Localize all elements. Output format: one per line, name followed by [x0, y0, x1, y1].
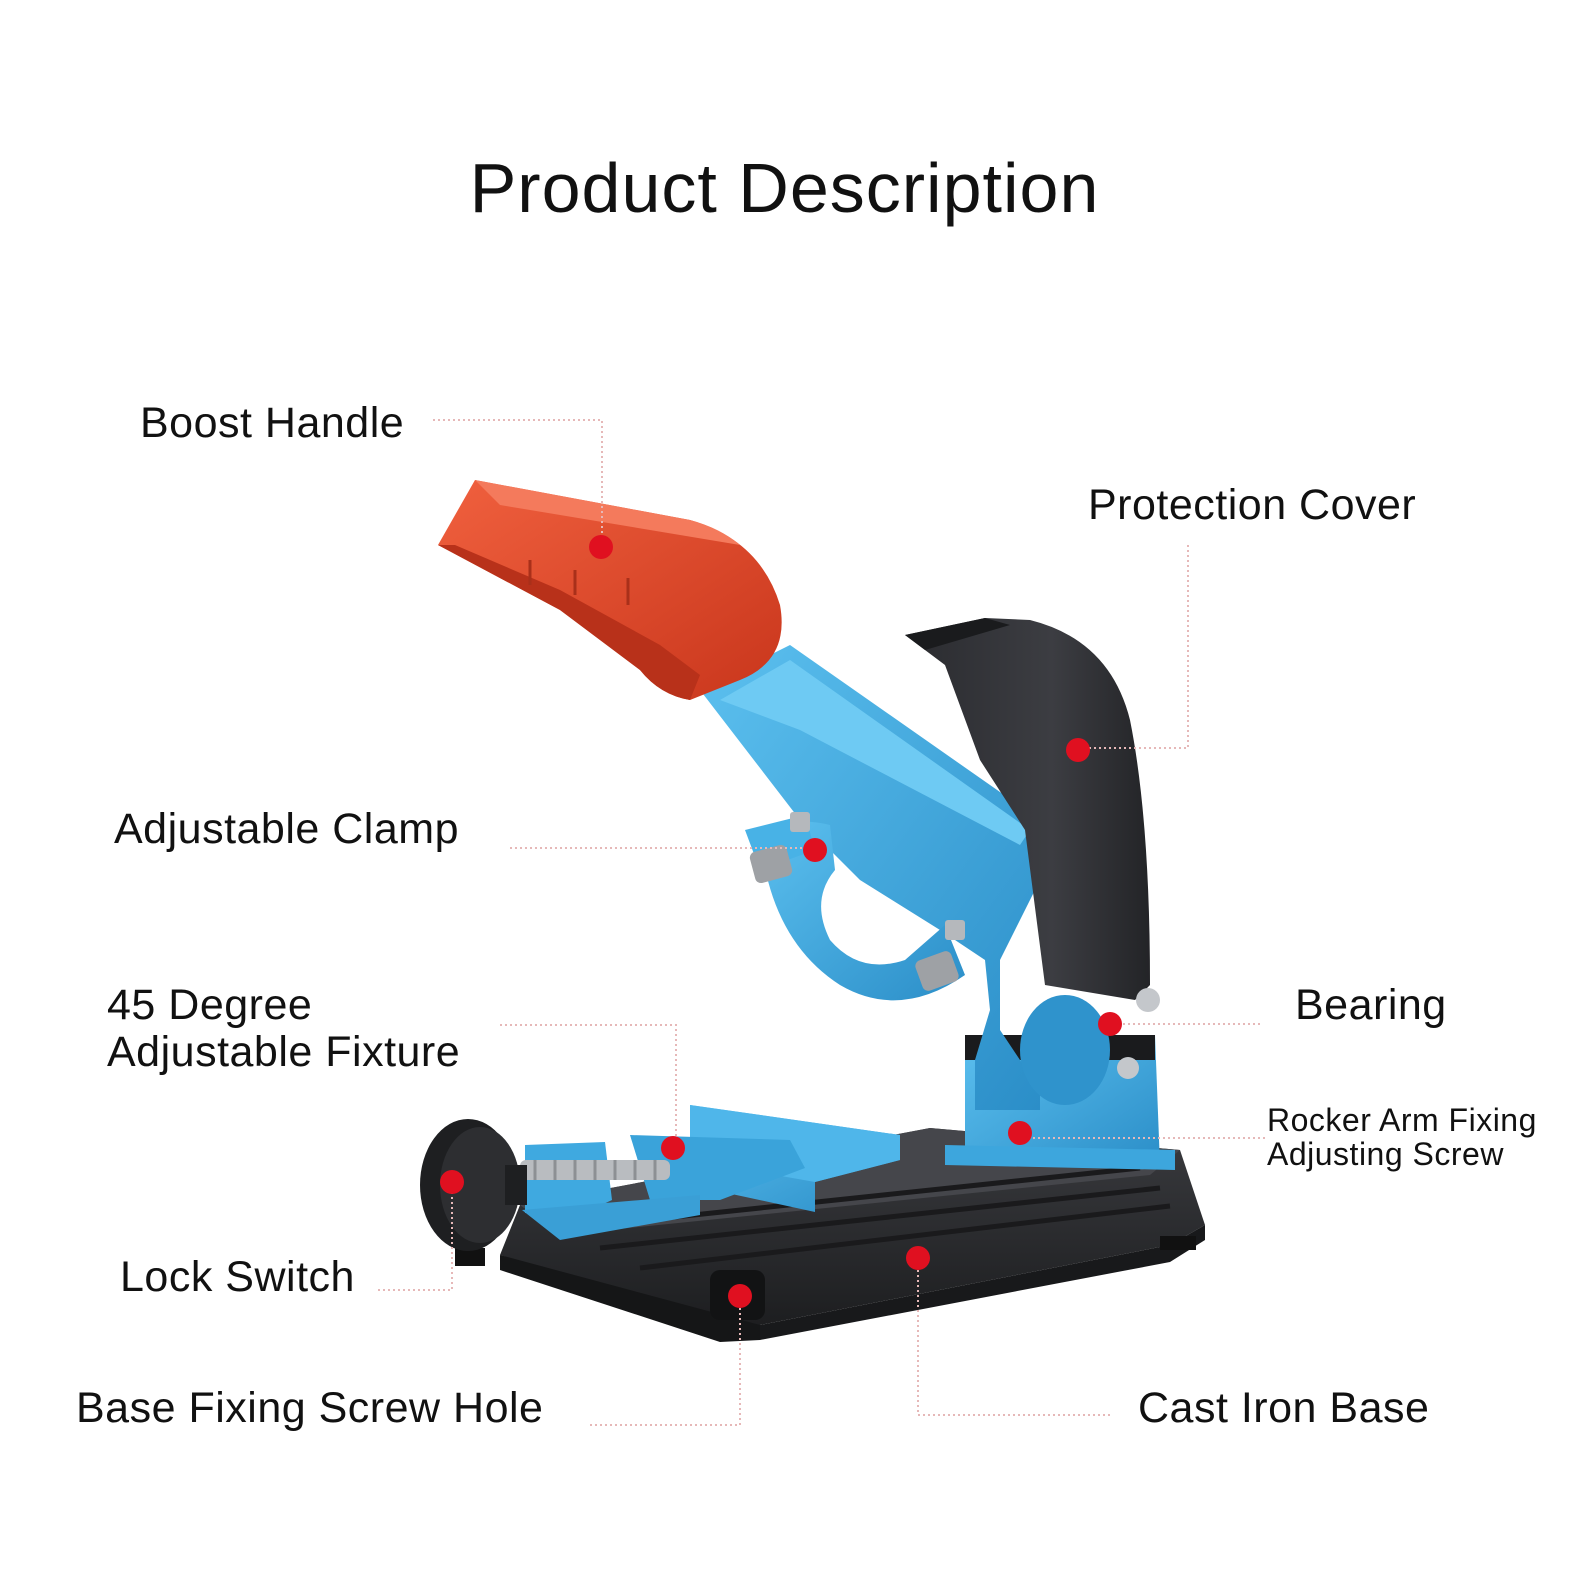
label-boost-handle: Boost Handle [140, 399, 405, 447]
label-rocker-line2: Adjusting Screw [1267, 1135, 1504, 1172]
marker-base-screw-hole [728, 1284, 752, 1308]
marker-bearing [1098, 1012, 1122, 1036]
marker-rocker-screw [1008, 1121, 1032, 1145]
clamp-ring-shape [745, 812, 965, 1001]
boost-handle-shape [438, 480, 782, 700]
marker-adjustable-clamp [803, 838, 827, 862]
page-title: Product Description [469, 149, 1100, 227]
label-base-screw-hole: Base Fixing Screw Hole [76, 1384, 544, 1432]
label-adjustable-fixture: 45 Degree Adjustable Fixture [107, 981, 461, 1077]
leader-base-screw-hole [590, 1296, 741, 1426]
marker-fixture [661, 1136, 685, 1160]
leader-protection-cover [1078, 545, 1189, 749]
label-protection-cover: Protection Cover [1088, 481, 1417, 529]
lock-knob-shape [420, 1119, 527, 1251]
label-rocker-line1: Rocker Arm Fixing [1267, 1102, 1537, 1138]
marker-lock-switch [440, 1170, 464, 1194]
label-cast-iron-base: Cast Iron Base [1138, 1384, 1430, 1432]
label-lock-switch: Lock Switch [120, 1253, 355, 1301]
frame-arm-shape [700, 645, 1110, 1110]
callout-markers [440, 535, 1122, 1308]
leader-cast-iron-base [917, 1258, 1110, 1416]
label-adjustable-clamp: Adjustable Clamp [114, 805, 460, 853]
leader-lock-switch [378, 1182, 453, 1291]
label-rocker-arm-screw: Rocker Arm Fixing Adjusting Screw [1267, 1102, 1537, 1172]
label-fixture-line1: 45 Degree [107, 981, 313, 1029]
marker-protection-cover [1066, 738, 1090, 762]
marker-boost-handle [589, 535, 613, 559]
leader-lines [378, 419, 1265, 1426]
protection-cover-shape [905, 618, 1160, 1012]
leader-fixture [500, 1024, 677, 1148]
label-bearing: Bearing [1295, 981, 1447, 1029]
leader-boost-handle [433, 419, 603, 547]
label-fixture-line2: Adjustable Fixture [107, 1028, 461, 1077]
marker-cast-iron-base [906, 1246, 930, 1270]
